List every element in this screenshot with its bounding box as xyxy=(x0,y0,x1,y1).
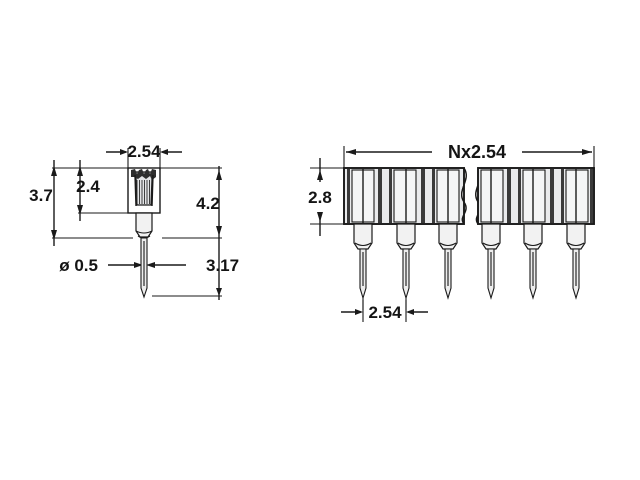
left-barrel-right-wall xyxy=(151,174,154,207)
dim-3-7: 3.7 xyxy=(29,160,57,246)
body-band-7 xyxy=(518,169,521,223)
dim-2-54-top: 2.54 xyxy=(106,142,182,170)
dim-overall-length: Nx2.54 xyxy=(343,142,595,170)
header-body-right xyxy=(477,167,595,225)
body-rib-2 xyxy=(393,169,417,223)
right-view-group: Nx2.54 2.8 xyxy=(308,142,595,322)
body-band-1 xyxy=(347,169,350,223)
header-pin-3 xyxy=(438,223,458,300)
header-pin-5 xyxy=(523,223,543,300)
dim-pin-diameter: ø 0.5 xyxy=(59,256,186,275)
dim-label-overall-length: Nx2.54 xyxy=(448,142,506,162)
body-band-8 xyxy=(550,169,554,223)
body-rib-6 xyxy=(565,169,589,223)
header-pin-4 xyxy=(481,223,501,300)
body-contact-lines-left xyxy=(362,169,449,223)
header-pin-6 xyxy=(566,223,586,300)
header-pin-2 xyxy=(396,223,416,310)
dim-label-2-54-top: 2.54 xyxy=(127,142,161,161)
dim-2-4: 2.4 xyxy=(76,160,100,221)
body-band-3 xyxy=(389,169,392,223)
left-contact-geometry xyxy=(127,167,161,299)
left-socket-mouth xyxy=(131,169,156,180)
left-barrel-left-wall xyxy=(134,174,137,207)
body-rib-5 xyxy=(522,169,546,223)
body-rib-4 xyxy=(480,169,504,223)
dim-label-3-7: 3.7 xyxy=(29,186,53,205)
body-band-5 xyxy=(432,169,435,223)
left-crimp-ring xyxy=(135,230,153,234)
body-band-4 xyxy=(421,169,425,223)
dim-label-3-17: 3.17 xyxy=(206,256,239,275)
dim-label-2-4: 2.4 xyxy=(76,177,100,196)
left-socket-hatching xyxy=(136,180,153,204)
body-band-10 xyxy=(590,169,593,223)
body-band-6 xyxy=(507,169,511,223)
dim-label-pitch: 2.54 xyxy=(368,303,402,322)
dim-label-4-2: 4.2 xyxy=(196,194,220,213)
header-pin-1 xyxy=(353,223,373,310)
dim-label-pin-diameter: ø 0.5 xyxy=(59,256,98,275)
body-band-9 xyxy=(561,169,564,223)
dim-3-17: 3.17 xyxy=(206,240,239,300)
dim-body-height: 2.8 xyxy=(308,158,348,236)
dim-label-body-height: 2.8 xyxy=(308,188,332,207)
header-body-left xyxy=(343,167,465,225)
dim-4-2: 4.2 xyxy=(196,166,222,240)
left-extension-lines xyxy=(52,167,222,297)
body-contact-lines-right xyxy=(490,169,577,223)
left-view-group: 2.54 3.7 2.4 4.2 xyxy=(29,142,239,300)
dim-pitch: 2.54 xyxy=(341,300,428,322)
body-band-2 xyxy=(378,169,382,223)
header-pins xyxy=(353,223,586,310)
